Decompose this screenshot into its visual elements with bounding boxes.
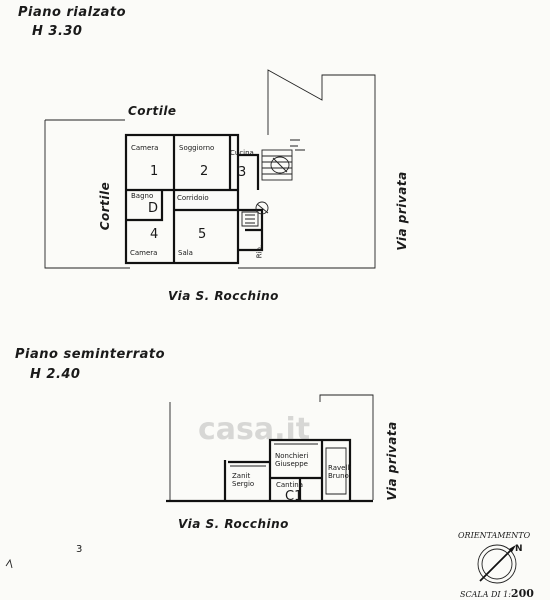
- room-soggiorno-name: Soggiorno: [179, 144, 215, 152]
- private-road-upper-label: Via privata: [395, 171, 409, 251]
- street-upper-label: Via S. Rocchino: [168, 289, 279, 303]
- lower-cellar-walls: [223, 438, 352, 501]
- cellar-ravelli-name: Ravelli Bruno: [328, 464, 352, 481]
- room-bagno-number: D: [148, 201, 159, 216]
- upper-wall-marks: [290, 139, 305, 151]
- upper-floor-height: H 3.30: [32, 24, 83, 39]
- scale-label: SCALA DI 1:200: [460, 588, 534, 599]
- room-rip-name: Rip.: [255, 244, 264, 259]
- scale-prefix: SCALA DI 1:: [460, 590, 511, 599]
- room-cucina-name: Cucina: [230, 149, 254, 157]
- orientation-label: ORIENTAMENTO: [458, 531, 531, 540]
- watermark: casa.it: [198, 412, 311, 447]
- cellar-cantina-number: C1: [285, 489, 303, 504]
- room-sala-number: 5: [198, 227, 207, 242]
- room-bagno-name: Bagno: [131, 192, 154, 200]
- north-indicator: N: [515, 544, 523, 554]
- cellar-nonchieri-name: Nonchieri Giuseppe: [275, 452, 309, 469]
- upper-house-outline: [124, 133, 240, 265]
- upper-stairs-inner: [241, 201, 269, 227]
- courtyard-left-label: Cortile: [98, 181, 112, 231]
- upper-boundary-bottom-right: [238, 69, 376, 269]
- upper-boundary-left: [44, 120, 130, 269]
- lower-cellar-inner: [230, 443, 347, 495]
- cellar-cantina-name: Cantina: [276, 481, 304, 489]
- courtyard-top-label: Cortile: [128, 104, 177, 118]
- room-cucina-number: 3: [238, 165, 247, 180]
- cellar-zanit-name: Zanit Sergio: [232, 472, 255, 489]
- room-sala-name: Sala: [178, 249, 193, 257]
- room-camera-4-number: 4: [150, 227, 159, 242]
- private-road-lower-label: Via privata: [385, 421, 399, 501]
- room-corridoio-name: Corridoio: [177, 194, 209, 202]
- upper-floor-title: Piano rialzato: [18, 5, 127, 20]
- upper-stairs: [261, 149, 293, 181]
- street-lower-label: Via S. Rocchino: [178, 517, 289, 531]
- room-soggiorno-number: 2: [200, 164, 209, 179]
- room-camera-1-name: Camera: [131, 144, 159, 152]
- compass: [477, 544, 517, 584]
- lower-floor-title: Piano seminterrato: [15, 347, 166, 362]
- room-camera-4-name: Camera: [130, 249, 158, 257]
- lower-floor-height: H 2.40: [30, 367, 81, 382]
- page-mark: 3: [76, 544, 83, 555]
- lower-boundary: [169, 394, 374, 500]
- room-camera-1-number: 1: [150, 164, 159, 179]
- scale-value: 200: [510, 587, 534, 600]
- stray-mark: [5, 558, 13, 569]
- upper-interior-walls: [126, 135, 264, 263]
